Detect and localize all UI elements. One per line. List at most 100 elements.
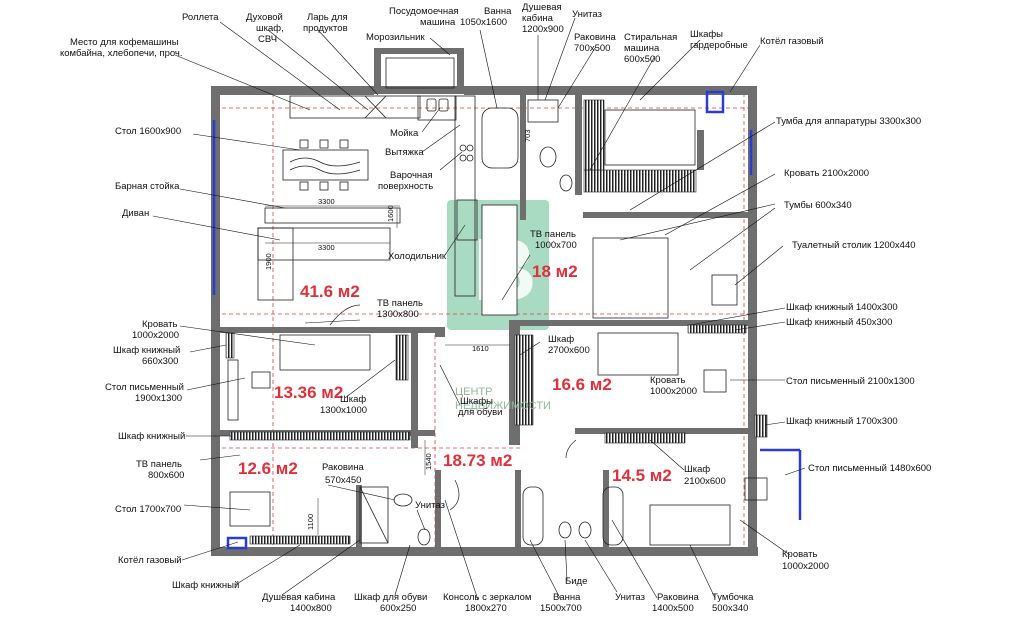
label-bed-w1-1: Кровать (142, 319, 177, 330)
label-desk-2100: Стол письменный 2100x1300 (786, 376, 915, 387)
doors (329, 304, 577, 511)
label-sink-top-1: Раковина (574, 32, 616, 43)
label-bidet: Биде (565, 576, 587, 587)
callout-labels: Роллета Духовой шкаф, СВЧ Ларь для проду… (60, 2, 931, 614)
dim-wc-703: 703 (523, 129, 532, 142)
label-boiler-top: Котёл газовый (760, 36, 824, 47)
area-living: 41.6 м2 (300, 282, 360, 301)
label-shoes-2: для обуви (458, 407, 503, 418)
label-toilet-bottom: Унитаз (615, 592, 645, 603)
label-bedside-2: 500x340 (712, 603, 748, 614)
label-washer-3: 600x500 (624, 54, 660, 65)
label-sink-kitchen: Мойка (390, 128, 419, 139)
area-room-w1: 13.36 м2 (274, 383, 343, 402)
label-washer-1: Стиральная (624, 32, 677, 43)
label-tv-w2-2: 800x600 (148, 470, 184, 481)
label-bookcase-w: Шкаф книжный (118, 431, 185, 442)
label-dishwasher-1: Посудомоечная (389, 6, 459, 17)
label-bath-top-1: Ванна (484, 6, 512, 17)
label-desk-1900-1: Стол письменный (105, 382, 184, 393)
label-bed-w1-2: 1000x2000 (132, 330, 179, 341)
label-oven-2: шкаф, (256, 23, 284, 34)
label-console-2: 1800x270 (465, 603, 507, 614)
watermark-text-2: НЕДВИЖИМОСТИ (455, 400, 551, 412)
bathroom-fixtures (359, 99, 624, 546)
watermark-text-1: ЦЕНТР (455, 386, 492, 398)
label-boiler-bottom: Котёл газовый (118, 555, 182, 566)
area-room-e: 16.6 м2 (552, 375, 612, 394)
label-shower-top-1: Душевая (522, 2, 562, 13)
label-bookcase-450: Шкаф книжный 450x300 (786, 317, 892, 328)
label-bath-1500-2: 1500x700 (540, 603, 582, 614)
label-bed-2100: Кровать 2100x2000 (784, 168, 869, 179)
label-table-1600: Стол 1600x900 (115, 126, 181, 137)
dim-hall-width: 1610 (472, 344, 489, 353)
label-hood: Вытяжка (385, 147, 424, 158)
label-nightstands: Тумбы 600x340 (784, 200, 852, 211)
label-tv-w2-1: ТВ панель (136, 459, 182, 470)
label-bed-se-1: Кровать (782, 549, 817, 560)
label-bar: Барная стойка (115, 181, 180, 192)
label-sink-570-2: 570x450 (325, 475, 361, 486)
label-chest-1: Ларь для (307, 12, 348, 23)
label-toilet-top: Унитаз (572, 9, 602, 20)
label-dishwasher-2: машина (420, 17, 456, 28)
area-room-se: 14.5 м2 (612, 466, 672, 485)
dim-bar-width: 1600 (386, 205, 395, 222)
dim-bar-length: 3300 (318, 197, 335, 206)
dimension-lines (265, 205, 510, 535)
label-tv-living-2: 1300x800 (377, 309, 419, 320)
dimension-texts: 3300 3300 1600 1900 1610 1540 1100 703 (264, 129, 532, 530)
label-desk-1700: Стол 1700x700 (115, 504, 181, 515)
label-washer-2: машина (624, 43, 660, 54)
label-av-stand: Тумба для аппаратуры 3300x300 (776, 116, 921, 127)
label-shoe-600-2: 600x250 (380, 603, 416, 614)
label-bath-1500-1: Ванна (553, 592, 581, 603)
label-shower-1400-2: 1400x800 (290, 603, 332, 614)
dim-hall-1540: 1540 (424, 453, 433, 470)
label-tv-bed-2: 1000x700 (535, 240, 577, 251)
label-wardrobe-1300-2: 1300x1000 (320, 405, 367, 416)
label-shower-1400-1: Душевая кабина (262, 592, 336, 603)
label-oven-3: СВЧ (258, 34, 277, 45)
label-dresser: Туалетный столик 1200x440 (792, 240, 916, 251)
label-bed-e-1: Кровать (650, 375, 685, 386)
label-coffee-1: Место для кофемашины (70, 37, 179, 48)
label-freezer: Морозильник (366, 32, 425, 43)
label-oven-1: Духовой (246, 12, 283, 23)
label-tv-living-1: ТВ панель (377, 298, 423, 309)
windows (212, 90, 802, 550)
leader-lines (152, 17, 806, 601)
dim-desk-1100: 1100 (306, 514, 315, 530)
bookcases (225, 99, 768, 545)
label-toilet-mid: Унитаз (415, 500, 445, 511)
label-wardrobe-2700-1: Шкаф (548, 334, 574, 345)
label-desk-1900-2: 1900x1300 (135, 393, 182, 404)
label-wardrobe-1300-1: Шкаф (340, 394, 366, 405)
label-wardrobe-2100-1: Шкаф (684, 464, 710, 475)
label-sink-570-1: Раковина (322, 462, 364, 473)
label-rolleta: Роллета (182, 12, 219, 23)
area-bedroom-ne: 18 м2 (532, 262, 578, 281)
label-shoe-600-1: Шкаф для обуви (354, 592, 427, 603)
label-shower-top-3: 1200x900 (522, 24, 564, 35)
label-hob-1: Варочная (390, 170, 433, 181)
dim-sofa-width: 1900 (264, 253, 273, 270)
label-tv-bed-1: ТВ панель (530, 229, 576, 240)
label-console-1: Консоль с зеркалом (443, 592, 531, 603)
label-wardrobe-2100-2: 2100x600 (684, 476, 726, 487)
label-sink-1400-2: 1400x500 (652, 603, 694, 614)
label-bookcase-1400: Шкаф книжный 1400x300 (786, 302, 898, 313)
label-hob-2: поверхность (378, 181, 433, 192)
label-fridge: Холодильник (388, 251, 447, 262)
label-shoes-1: Шкафы (460, 396, 493, 407)
label-bookcase-660-1: Шкаф книжный (113, 345, 180, 356)
label-bed-se-2: 1000x2000 (782, 561, 829, 572)
label-shower-top-2: кабина (522, 13, 554, 24)
label-bed-e-2: 1000x2000 (650, 386, 697, 397)
label-bath-top-2: 1050x1600 (460, 17, 507, 28)
label-wardrobes-1: Шкафы (690, 29, 723, 40)
area-room-w2: 12.6 м2 (238, 459, 298, 478)
room-areas: 41.6 м2 18 м2 13.36 м2 16.6 м2 12.6 м2 1… (238, 262, 672, 485)
